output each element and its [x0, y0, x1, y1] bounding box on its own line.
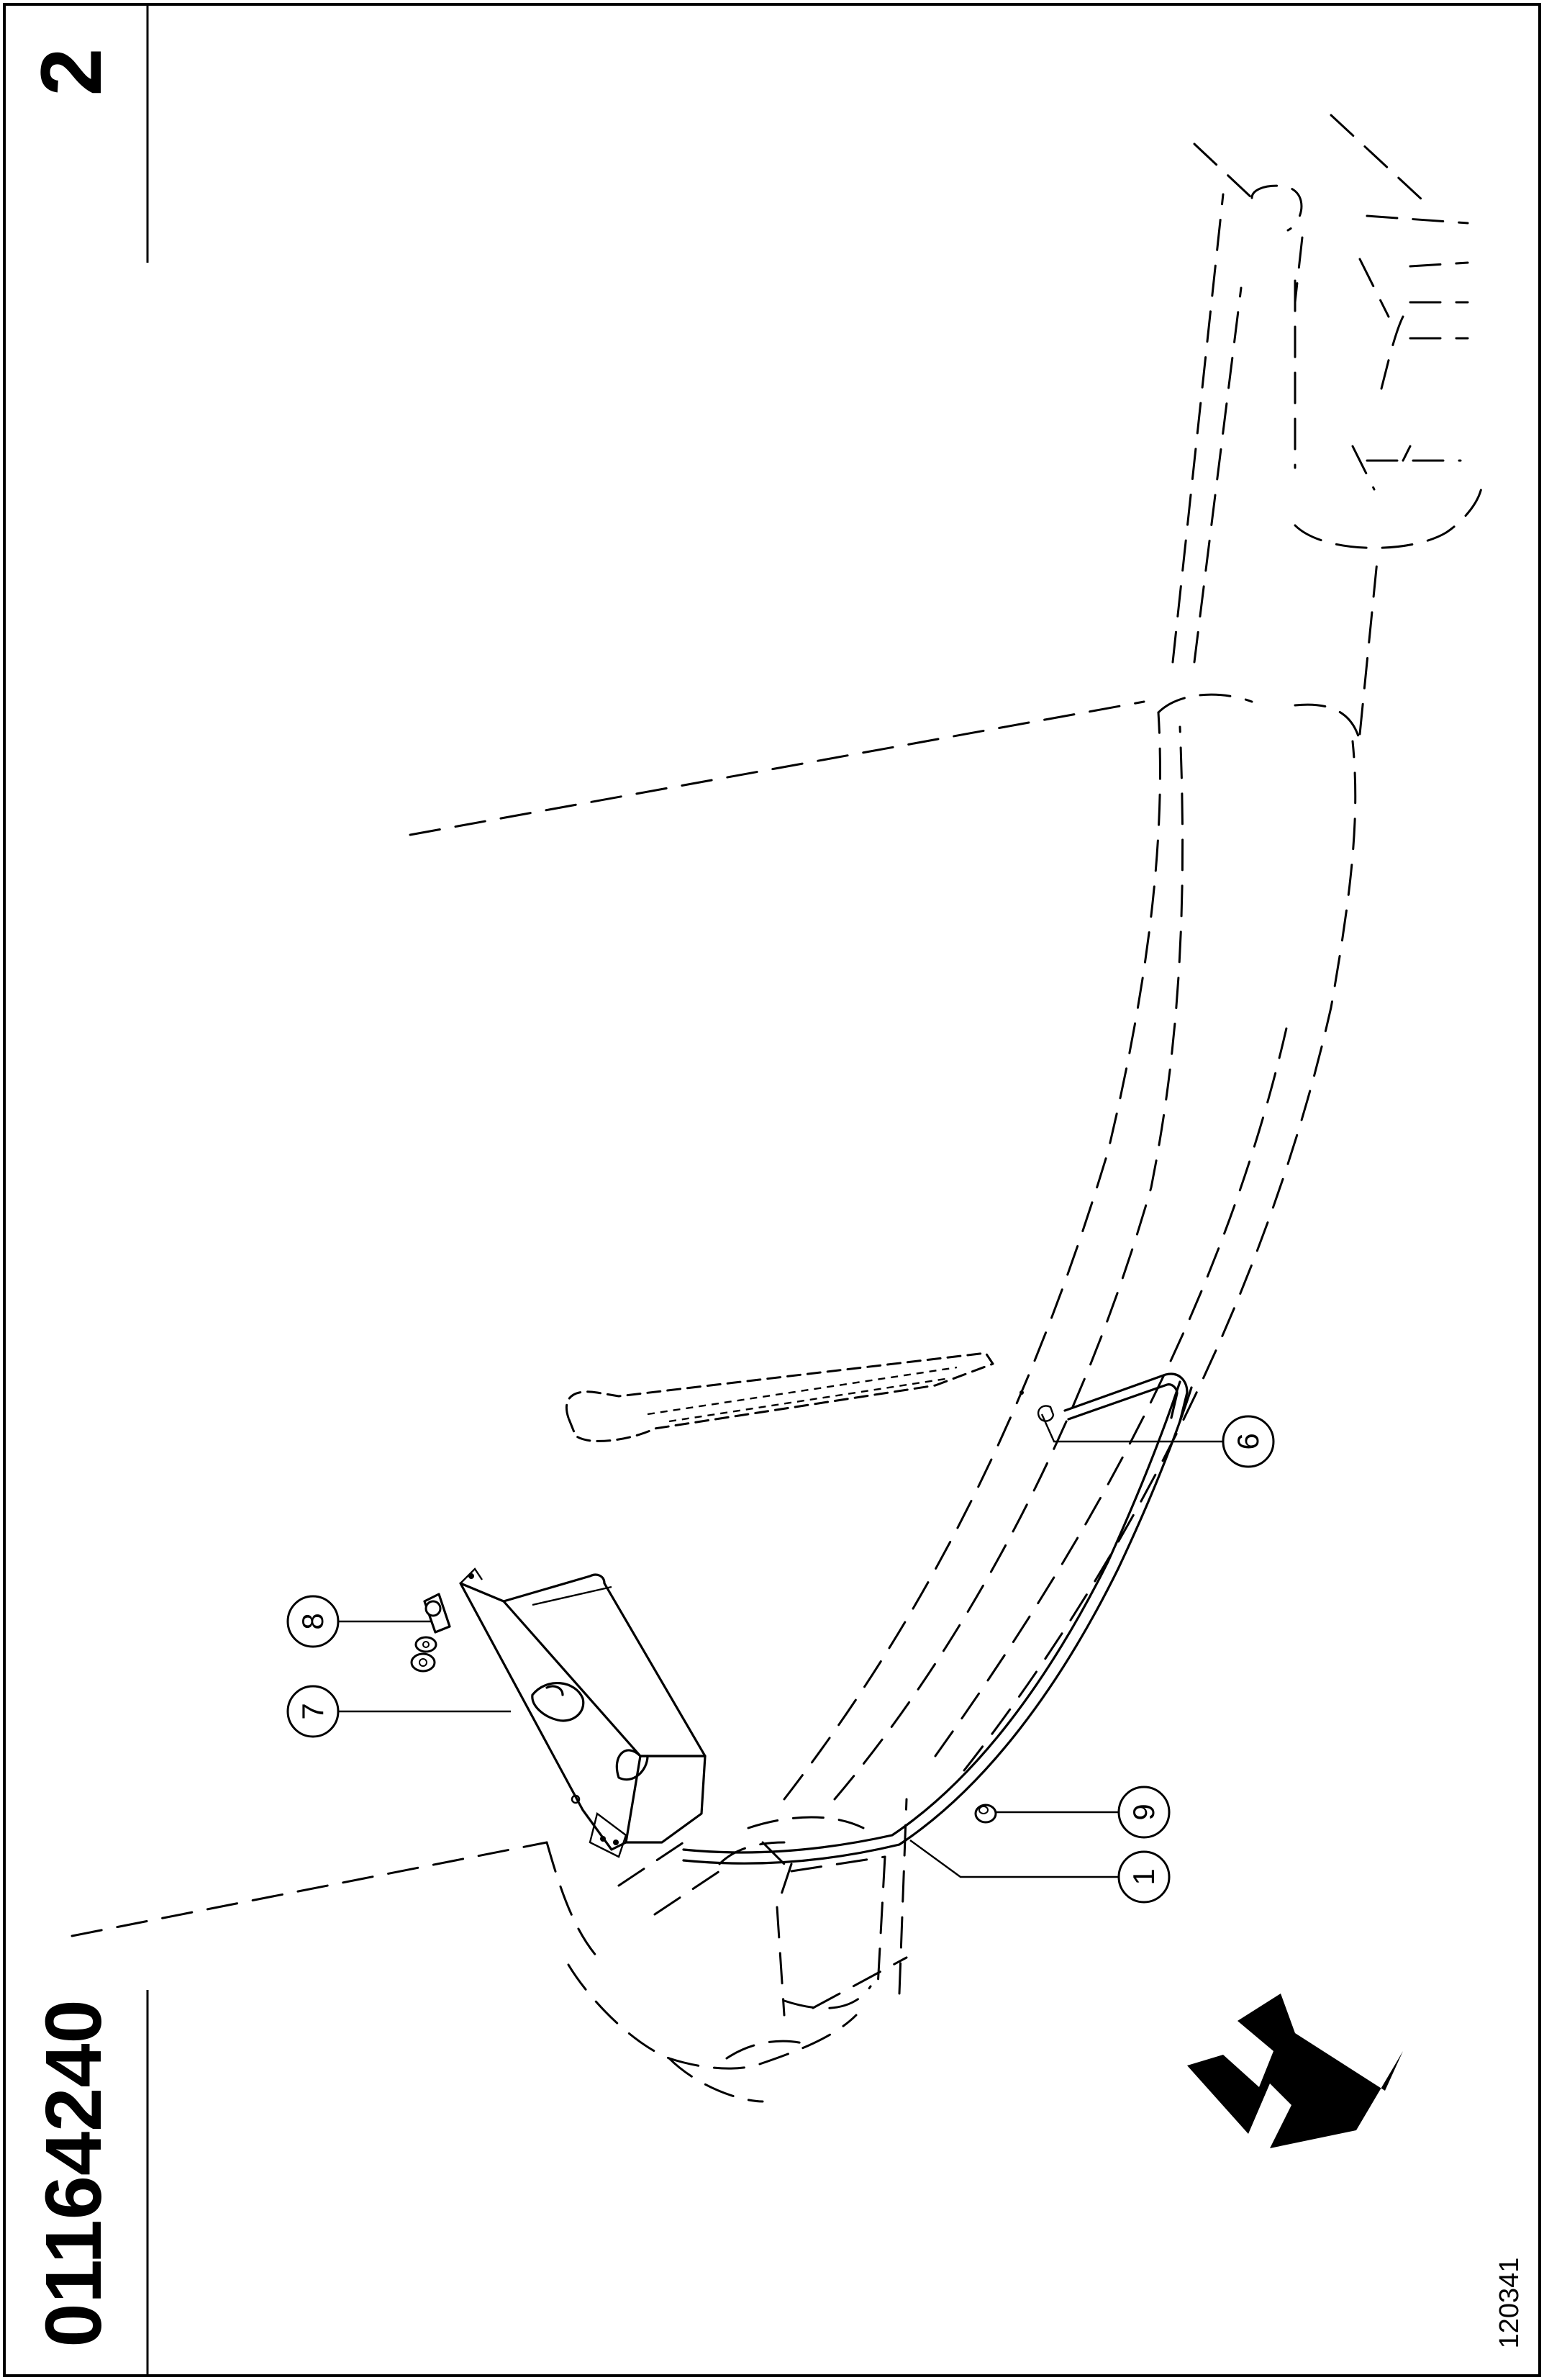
- callout-8: 8: [286, 1595, 432, 1648]
- callout-label-6: 6: [1231, 1433, 1265, 1449]
- callout-label-1: 1: [1127, 1868, 1161, 1885]
- trim-strip-part-6: [1020, 1372, 1189, 1423]
- vehicle-body-outline: [71, 114, 1484, 2103]
- cover-box-part-7: [459, 1567, 707, 1858]
- figure-id: 120341: [1494, 2258, 1525, 2349]
- callout-1: 1: [909, 1840, 1171, 1904]
- page-number: 2: [23, 48, 119, 96]
- callout-7: 7: [286, 1685, 511, 1738]
- callout-6: 6: [1040, 1413, 1275, 1468]
- sheet-border: [3, 3, 1541, 2377]
- callout-label-8: 8: [296, 1613, 330, 1629]
- callout-9: 9: [996, 1786, 1171, 1839]
- clip-part-9: [974, 1804, 997, 1824]
- trim-strip-part-1: [682, 1380, 1193, 1865]
- direction-arrow-icon: [1187, 1994, 1403, 2148]
- callout-label-9: 9: [1127, 1804, 1161, 1820]
- part-number: 01164240: [29, 1999, 118, 2347]
- callout-label-7: 7: [296, 1703, 330, 1719]
- wiper-arm-outline: [565, 1352, 994, 1442]
- screw-part-8: [410, 1593, 451, 1673]
